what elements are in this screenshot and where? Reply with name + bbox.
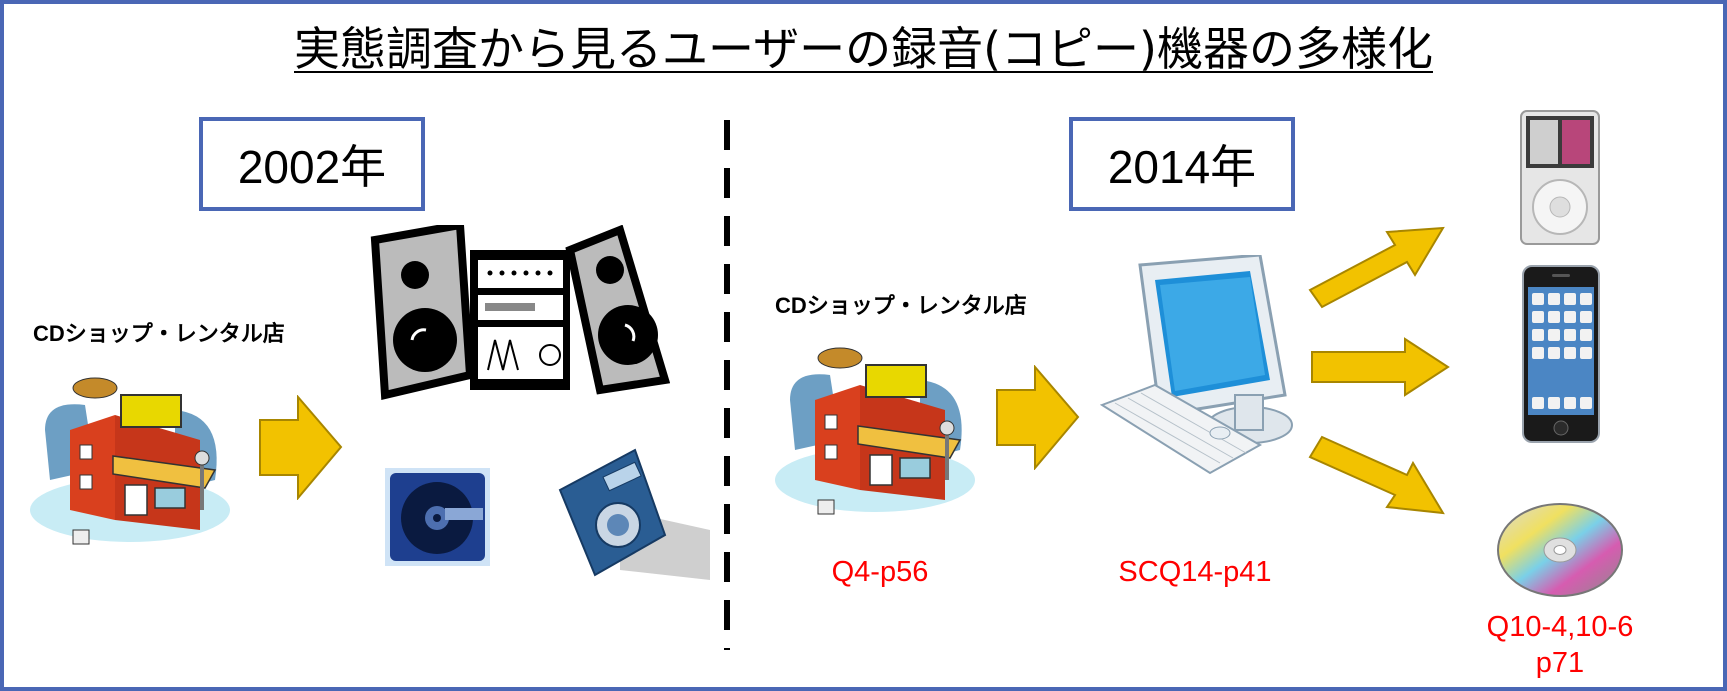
- smartphone-illustration: [1522, 265, 1600, 443]
- shop-illustration-2002: [25, 370, 235, 545]
- ipod-illustration: [1520, 110, 1600, 245]
- timeline-divider: [722, 120, 732, 650]
- cd-disc-illustration: [1495, 500, 1625, 600]
- arrow-computer-to-phone: [1310, 337, 1450, 397]
- arrow-shop-to-computer-2014: [995, 365, 1080, 470]
- shop-reference-2014: Q4-p56: [831, 556, 929, 588]
- slide-title: 実態調査から見るユーザーの録音(コピー)機器の多様化: [294, 22, 1433, 76]
- computer-illustration: [1100, 255, 1295, 475]
- cd-reference-line2: p71: [1535, 647, 1585, 679]
- year-2014-label: 2014年: [1107, 141, 1257, 193]
- arrow-computer-to-ipod: [1305, 220, 1445, 310]
- year-box-2014: 2014年: [1069, 117, 1295, 211]
- stereo-system-illustration: [370, 225, 670, 400]
- cd-reference-line1: Q10-4,10-6: [1486, 611, 1634, 643]
- shop-label-2014: CDショップ・レンタル店: [775, 293, 1027, 318]
- shop-illustration-2014: [770, 340, 980, 515]
- minidisc-illustration: [385, 468, 490, 566]
- year-2002-label: 2002年: [237, 141, 387, 193]
- year-box-2002: 2002年: [199, 117, 425, 211]
- arrow-shop-to-devices-2002: [258, 395, 343, 500]
- shop-label-2002: CDショップ・レンタル店: [33, 321, 285, 346]
- computer-reference: SCQ14-p41: [1118, 556, 1272, 588]
- md-player-illustration: [550, 440, 710, 580]
- arrow-computer-to-cd: [1305, 435, 1445, 520]
